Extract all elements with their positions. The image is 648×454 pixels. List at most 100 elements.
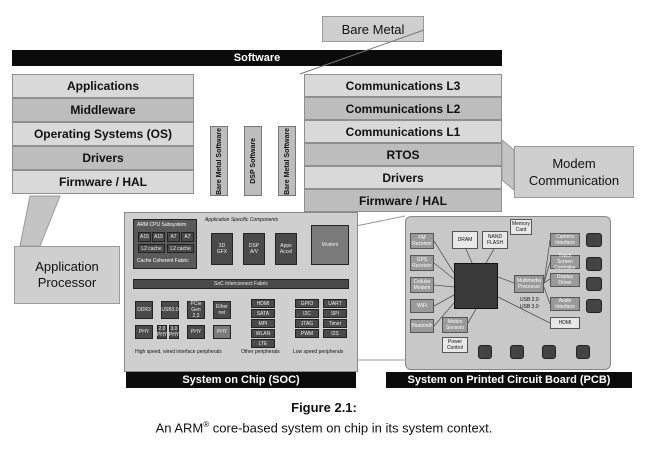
accel-label: Apps Accel — [279, 243, 293, 255]
pcb-audio-label: Audio Interface — [555, 298, 575, 310]
periph-jtag: JTAG — [295, 319, 319, 328]
dsp-block: DSP A/V — [243, 233, 265, 265]
stack-layer-rtos: RTOS — [304, 143, 502, 166]
periph-hdmi: HDMI — [251, 299, 275, 308]
caption-text-2: core-based system on chip in its system … — [209, 420, 493, 436]
speaker-icon — [576, 345, 590, 359]
pcb-gps-label: GPS Receiver — [412, 257, 432, 269]
other-peripherals-label: Other peripherals — [241, 349, 280, 355]
l2-cache-1: L2 cache — [138, 244, 165, 253]
bare-metal-callout: Bare Metal — [322, 16, 424, 42]
pcb-multimedia-label: Multimedia Processor — [516, 278, 542, 290]
phy-3: 3.0 PHY — [169, 325, 179, 339]
periph-sata: SATA — [251, 309, 275, 318]
stack-layer-modem-firmware: Firmware / HAL — [304, 189, 502, 212]
pcb-title: System on Printed Circuit Board (PCB) — [407, 374, 611, 386]
app-components-label: Application Specific Components — [205, 217, 279, 223]
pcb-display: Display Driver — [550, 273, 580, 287]
periph-timer: Timer — [323, 319, 347, 328]
periph-uart: UART — [323, 299, 347, 308]
joystick-icon — [478, 345, 492, 359]
phy-1: PHY — [135, 325, 153, 339]
bare-metal-software-column-1: Bare Metal Software — [210, 126, 228, 196]
gfx-block: 3D GFX — [211, 233, 233, 265]
soc-diagram: ARM CPU Subsystem A15 A15 A7 A7 L2 cache… — [124, 212, 358, 372]
modem-stack: Communications L3 Communications L2 Comm… — [304, 74, 502, 212]
modem-block: Modem — [311, 225, 349, 265]
core-a15-1: A15 — [138, 232, 151, 242]
hs-ddr3: DDR3 — [135, 301, 153, 319]
periph-wlan: WLAN — [251, 329, 275, 338]
bare-metal-software-column-2: Bare Metal Software — [278, 126, 296, 196]
cpu-subsystem: ARM CPU Subsystem A15 A15 A7 A7 L2 cache… — [133, 219, 197, 269]
soc-title-bar: System on Chip (SOC) — [126, 372, 356, 388]
figure-number: Figure 2.1: — [291, 400, 357, 415]
modem-communication-callout: Modem Communication — [514, 146, 634, 198]
pcb-memory-card: Memory Card — [510, 219, 532, 235]
cache-fabric-label: Cache Coherent Fabric — [137, 258, 189, 264]
bare-metal-software-label-1: Bare Metal Software — [215, 127, 223, 195]
cpu-subsystem-label: ARM CPU Subsystem — [137, 222, 187, 228]
stack-layer-modem-drivers: Drivers — [304, 166, 502, 189]
pcb-gps: GPS Receiver — [410, 255, 434, 271]
core-a7-1: A7 — [167, 232, 180, 242]
pcb-fm: FM Receiver — [410, 233, 434, 249]
phy-5: PHY — [213, 325, 231, 339]
soc-title: System on Chip (SOC) — [182, 374, 300, 386]
pcb-dram: DRAM — [452, 231, 478, 249]
caption-reg: ® — [203, 420, 210, 429]
software-label: Software — [233, 52, 281, 64]
hs-usb3: USB3.0 — [161, 301, 179, 319]
low-peripherals-label: Low speed peripherals — [293, 349, 344, 355]
pcb-bluetooth: Bluetooth — [410, 319, 434, 333]
core-a7-2: A7 — [181, 232, 194, 242]
stack-layer-middleware: Middleware — [12, 98, 194, 122]
stack-layer-drivers: Drivers — [12, 146, 194, 170]
pcb-audio: Audio Interface — [550, 297, 580, 311]
bare-metal-label: Bare Metal — [341, 22, 405, 37]
software-bar: Software — [12, 50, 502, 66]
gfx-label: 3D GFX — [216, 243, 228, 255]
usb-device-icon — [542, 345, 556, 359]
pcb-touch: Touch Screen Controller — [550, 253, 580, 271]
pcb-fm-label: FM Receiver — [412, 235, 432, 247]
periph-i2c: I2C — [295, 309, 319, 318]
video-camera-icon — [510, 345, 524, 359]
stack-layer-comm-l3: Communications L3 — [304, 74, 502, 97]
pcb-cellular-label: Cellular Modem — [413, 279, 431, 291]
dsp-software-column: DSP Software — [244, 126, 262, 196]
periph-mpi: MPI — [251, 319, 275, 328]
bare-metal-software-label-2: Bare Metal Software — [283, 127, 291, 195]
stack-layer-comm-l1: Communications L1 — [304, 120, 502, 143]
pcb-cellular: Cellular Modem — [410, 277, 434, 293]
other-peripherals: HDMI SATA MPI WLAN LTE — [251, 299, 275, 348]
interconnect-fabric: SoC Interconnect Fabric — [133, 279, 349, 289]
pcb-usb-label-1: USB 2.0 — [520, 297, 539, 303]
stack-layer-comm-l2: Communications L2 — [304, 97, 502, 120]
pcb-multimedia: Multimedia Processor — [514, 275, 544, 293]
periph-i2s: I2S — [323, 329, 347, 338]
pcb-camera: Camera Interface — [550, 233, 580, 247]
periph-gpio: GPIO — [295, 299, 319, 308]
phy-4: PHY — [187, 325, 205, 339]
pcb-nand-label: NAND FLASH — [486, 234, 504, 246]
periph-pwm: PWM — [295, 329, 319, 338]
touchscreen-icon — [586, 257, 602, 271]
pcb-wifi: WiFi — [410, 299, 434, 313]
l2-cache-2: L2 cache — [167, 244, 194, 253]
pcb-camera-label: Camera Interface — [555, 234, 575, 246]
hs-pcie: PCIe Gen 2,3 — [187, 301, 205, 319]
low-peripherals: GPIO UART I2C SPI JTAG Timer PWM I2S — [295, 299, 347, 338]
camera-icon — [586, 233, 602, 247]
pcb-memory-card-label: Memory Card — [511, 221, 531, 233]
hs-peripherals-label: High speed, wired interface peripherals — [135, 349, 222, 355]
core-a15-2: A15 — [152, 232, 165, 242]
microphone-icon — [586, 299, 602, 313]
app-processor-callout: Application Processor — [14, 246, 120, 304]
stack-layer-firmware: Firmware / HAL — [12, 170, 194, 194]
phy-2: 2.0 PHY — [157, 325, 167, 339]
figure-caption: Figure 2.1: An ARM® core-based system on… — [0, 400, 648, 437]
phy-3-label: 3.0 PHY — [168, 326, 180, 338]
accel-block: Apps Accel — [275, 233, 297, 265]
dsp-label: DSP A/V — [248, 243, 260, 255]
